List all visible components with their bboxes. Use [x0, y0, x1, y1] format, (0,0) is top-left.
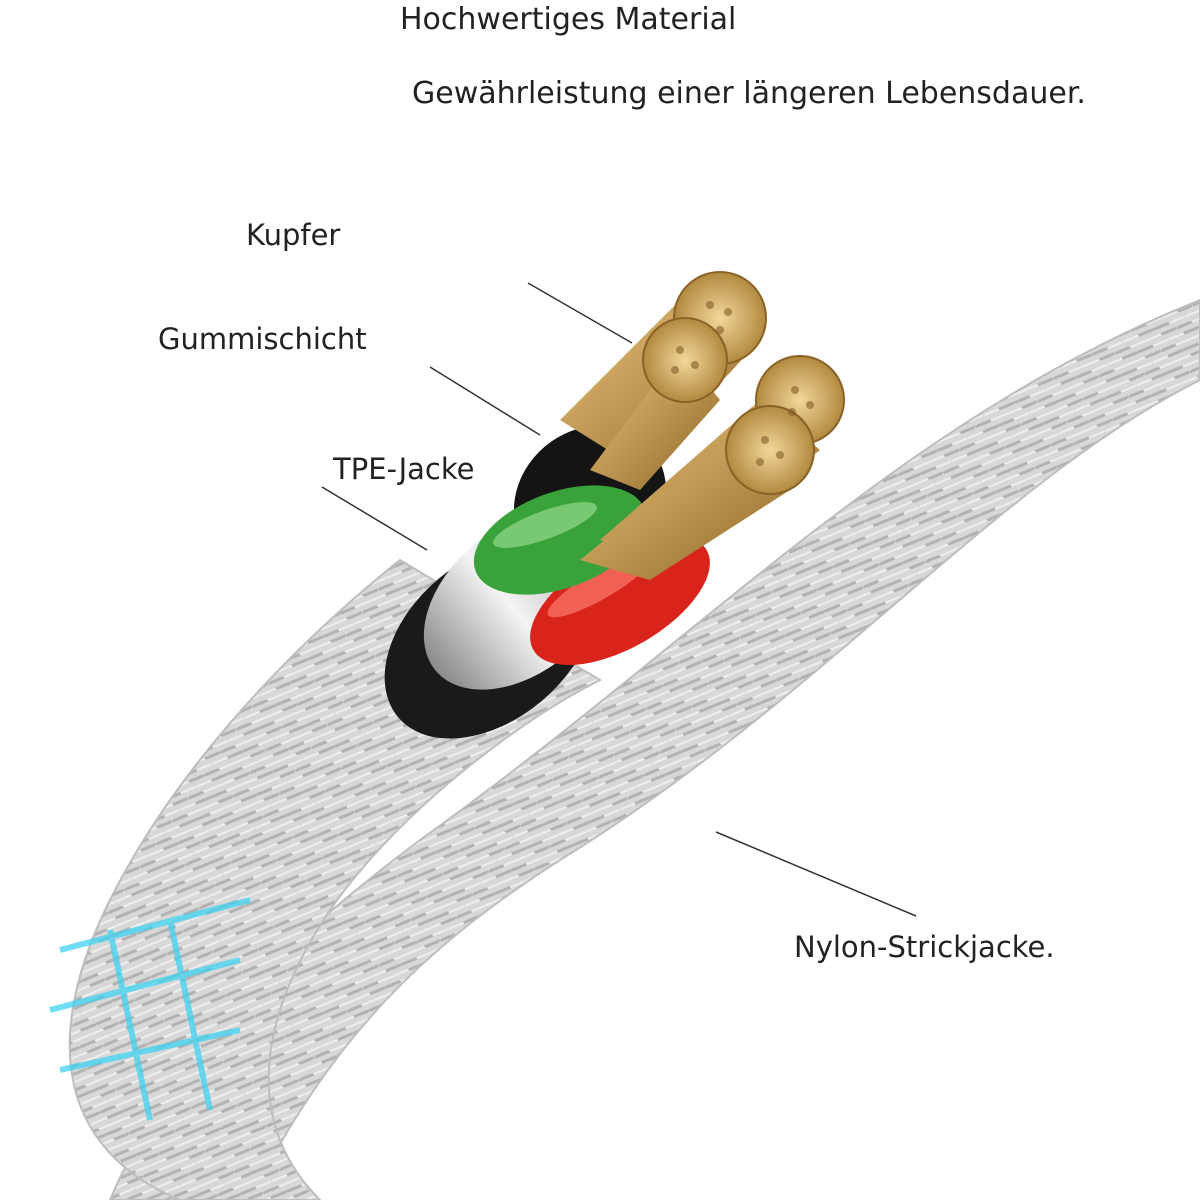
- heading: Hochwertiges Material: [400, 2, 737, 37]
- leader-lines: [321, 282, 917, 917]
- leader-line-copper: [527, 282, 633, 344]
- copper-conductors: [560, 271, 845, 580]
- label-copper: Kupfer: [246, 218, 341, 252]
- leader-line-nylon: [715, 831, 917, 917]
- green-wire: [473, 485, 647, 595]
- subheading: Gewährleistung einer längeren Lebensdaue…: [412, 76, 1086, 111]
- leader-line-rubber: [429, 366, 541, 436]
- leader-line-tpe: [321, 486, 428, 551]
- label-rubber-layer: Gummischicht: [158, 322, 367, 356]
- cyan-glow-icon: [49, 897, 251, 1121]
- label-nylon-braid: Nylon-Strickjacke.: [794, 930, 1055, 964]
- nylon-braid-cable-right: [108, 298, 1200, 1200]
- label-tpe-jacket: TPE-Jacke: [333, 452, 475, 486]
